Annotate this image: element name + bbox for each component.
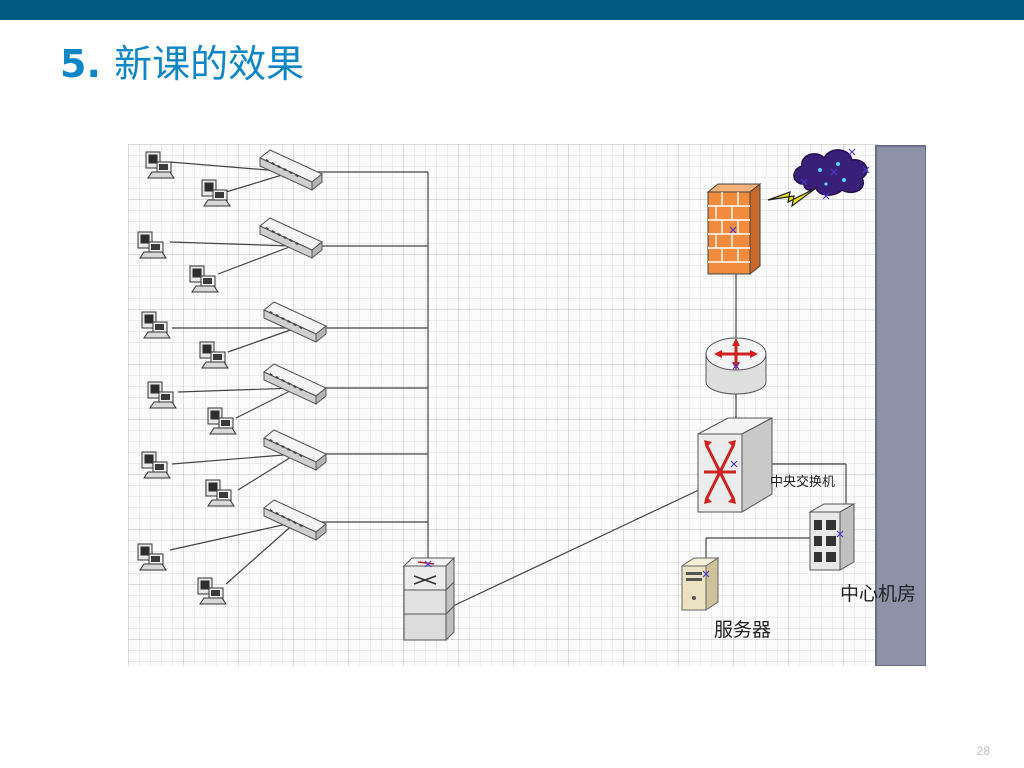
router-icon <box>705 337 767 395</box>
server-room-label: 中心机房 <box>840 583 916 605</box>
lightning-link-icon <box>767 187 817 208</box>
title-bar <box>0 0 1024 20</box>
server-room-wall <box>875 145 926 666</box>
cloud-icon <box>793 148 870 200</box>
title-text: 新课的效果 <box>114 42 305 86</box>
network-diagram: 中央交换机 中心机房 服务器 <box>128 144 926 666</box>
central-switch-label: 中央交换机 <box>770 474 835 490</box>
server-label: 服务器 <box>714 619 771 641</box>
core-switch-icon <box>697 417 773 513</box>
stacked-switch-icon <box>402 556 456 642</box>
title-number: 5. <box>60 42 101 86</box>
server-rack-icon <box>808 503 856 571</box>
page-title: 5. 新课的效果 <box>60 38 304 90</box>
page-number: 28 <box>976 744 990 758</box>
firewall-icon <box>706 182 762 276</box>
server-icon <box>680 557 720 611</box>
